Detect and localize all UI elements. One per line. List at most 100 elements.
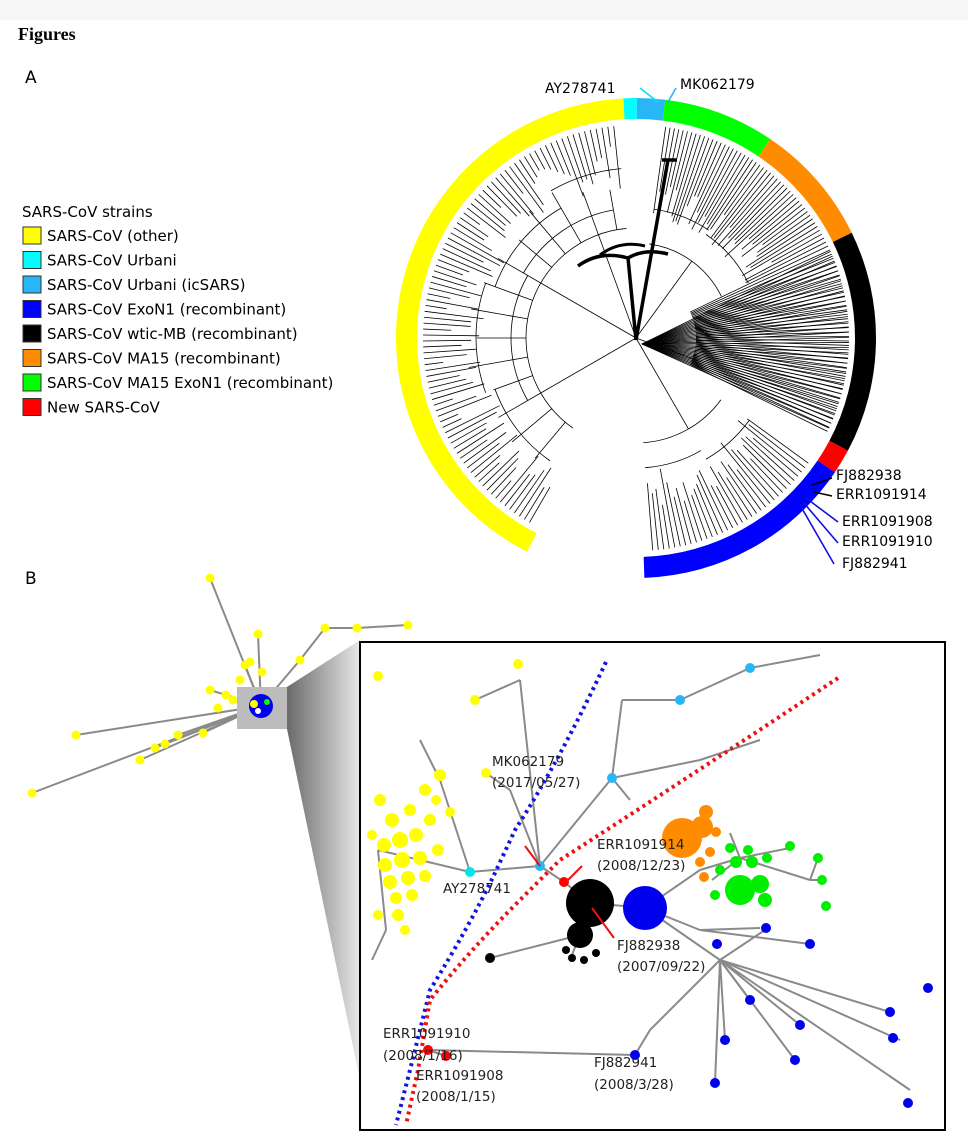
label-fj882941: FJ882941 xyxy=(842,556,908,572)
inset-node xyxy=(401,871,415,885)
legend-swatch xyxy=(22,275,42,294)
inset-node xyxy=(711,827,721,837)
tree-highlight-arc xyxy=(599,242,646,257)
overview-node xyxy=(205,573,215,583)
inset-node xyxy=(795,1020,805,1030)
overview-node xyxy=(27,788,37,798)
leader-black xyxy=(811,477,833,497)
tree-highlight-branch xyxy=(576,158,677,341)
inset-node xyxy=(441,1051,451,1061)
net-label-err1091908: ERR1091908 xyxy=(416,1068,503,1084)
zoom-projection xyxy=(287,640,360,1080)
leader-err1091914-network xyxy=(565,865,583,883)
overview-node xyxy=(160,739,170,749)
inset-node xyxy=(743,845,753,855)
inset-node xyxy=(413,851,427,865)
inset-node xyxy=(513,659,523,669)
page-top-band xyxy=(0,0,968,20)
overview-node xyxy=(235,675,245,685)
inset-node xyxy=(623,886,667,930)
legend-items: SARS-CoV (other)SARS-CoV UrbaniSARS-CoV … xyxy=(22,226,333,417)
inset-node xyxy=(481,768,491,778)
inset-node xyxy=(695,857,705,867)
inset-node xyxy=(419,784,431,796)
leader-mk062179-network xyxy=(524,845,541,867)
legend-item-label: SARS-CoV ExoN1 (recombinant) xyxy=(47,301,286,319)
ring-segment-ma15-exon1 xyxy=(662,99,771,157)
inset-node xyxy=(745,995,755,1005)
inset-node xyxy=(730,856,742,868)
inset-node xyxy=(580,956,588,964)
net-date-err1091910: (2008/1/16) xyxy=(383,1048,463,1064)
leader-ay278741 xyxy=(639,87,659,103)
overview-node xyxy=(213,703,223,713)
legend-swatch xyxy=(22,398,42,416)
inset-node xyxy=(424,814,436,826)
inset-node xyxy=(762,853,772,863)
net-date-fj882941: (2008/3/28) xyxy=(594,1077,674,1093)
inset-node xyxy=(761,923,771,933)
inset-node xyxy=(445,807,455,817)
tree-branches xyxy=(423,126,850,551)
overview-node xyxy=(253,629,263,639)
inset-node xyxy=(394,852,410,868)
leader-fj882938-network xyxy=(591,907,615,939)
inset-node xyxy=(423,1045,433,1055)
overview-node xyxy=(173,730,183,740)
legend-item-label: SARS-CoV Urbani (icSARS) xyxy=(47,276,246,294)
inset-node xyxy=(374,794,386,806)
net-label-err1091914: ERR1091914 xyxy=(597,837,684,853)
phylogenetic-tree xyxy=(396,98,876,578)
inset-node xyxy=(373,910,383,920)
inset-node xyxy=(400,925,410,935)
legend-swatch xyxy=(22,349,42,367)
tree-labels: AY278741 MK062179 FJ882938 ERR1091914 ER… xyxy=(545,77,933,572)
legend-item-label: SARS-CoV wtic-MB (recombinant) xyxy=(47,325,298,343)
inset-node xyxy=(720,1035,730,1045)
net-label-fj882941: FJ882941 xyxy=(594,1055,657,1071)
legend: SARS-CoV strains SARS-CoV (other)SARS-Co… xyxy=(22,203,333,417)
inset-node xyxy=(390,892,402,904)
inset-node xyxy=(409,828,423,842)
inset-node xyxy=(725,875,755,905)
net-label-ay278741: AY278741 xyxy=(443,881,511,897)
ring-segment-exon1 xyxy=(643,460,835,578)
inset-node xyxy=(813,853,823,863)
red-dotted-path xyxy=(404,676,840,1126)
overview-node xyxy=(245,657,255,667)
inset-node xyxy=(431,795,441,805)
ring-segment-new-sars-cov xyxy=(817,440,848,473)
net-date-mk062179: (2017/05/27) xyxy=(492,775,580,791)
inset-node xyxy=(385,813,399,827)
overview-node xyxy=(150,743,160,753)
overview-node xyxy=(352,623,362,633)
inset-node xyxy=(705,847,715,857)
inset-node xyxy=(567,922,593,948)
legend-item-label: SARS-CoV MA15 ExoN1 (recombinant) xyxy=(47,374,333,392)
inset-node xyxy=(903,1098,913,1108)
inset-node xyxy=(485,953,495,963)
label-mk062179: MK062179 xyxy=(680,77,755,93)
inset-node xyxy=(821,901,831,911)
label-err1091914: ERR1091914 xyxy=(836,487,927,503)
inset-node xyxy=(392,832,408,848)
overview-hub-yellow xyxy=(250,700,258,708)
inset-node xyxy=(785,841,795,851)
inset-node xyxy=(377,838,391,852)
inset-node xyxy=(758,893,772,907)
inset-node xyxy=(432,844,444,856)
inset-node xyxy=(712,939,722,949)
inset-node xyxy=(715,865,725,875)
inset-node xyxy=(710,890,720,900)
inset-node xyxy=(434,769,446,781)
overview-node xyxy=(71,730,81,740)
ring-segment-urbani-icsars xyxy=(636,98,666,121)
inset-node xyxy=(566,879,614,927)
panel-a-label: A xyxy=(25,68,37,88)
inset-network: MK062179 (2017/05/27) ERR1091914 (2008/1… xyxy=(359,641,946,1131)
ring-segment-ma15 xyxy=(758,139,852,242)
label-err1091908: ERR1091908 xyxy=(842,514,933,530)
inset-node xyxy=(607,773,617,783)
inset-frame xyxy=(359,641,946,1131)
inset-nodes xyxy=(367,659,933,1108)
